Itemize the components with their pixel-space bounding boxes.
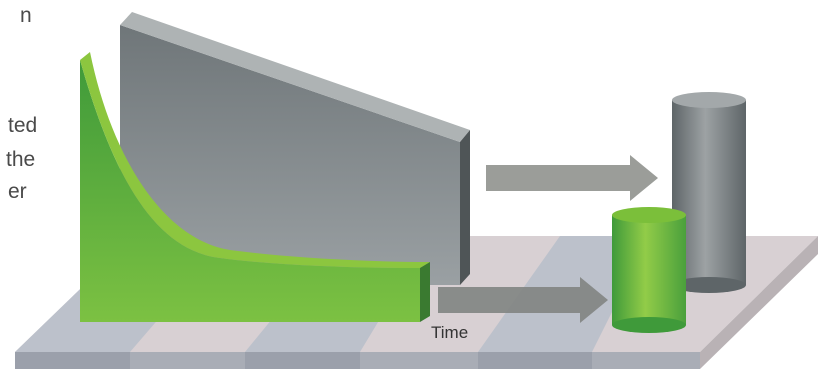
time-axis-label: Time (431, 323, 468, 342)
upper-arrow (486, 155, 658, 201)
green-cylinder (612, 207, 686, 333)
